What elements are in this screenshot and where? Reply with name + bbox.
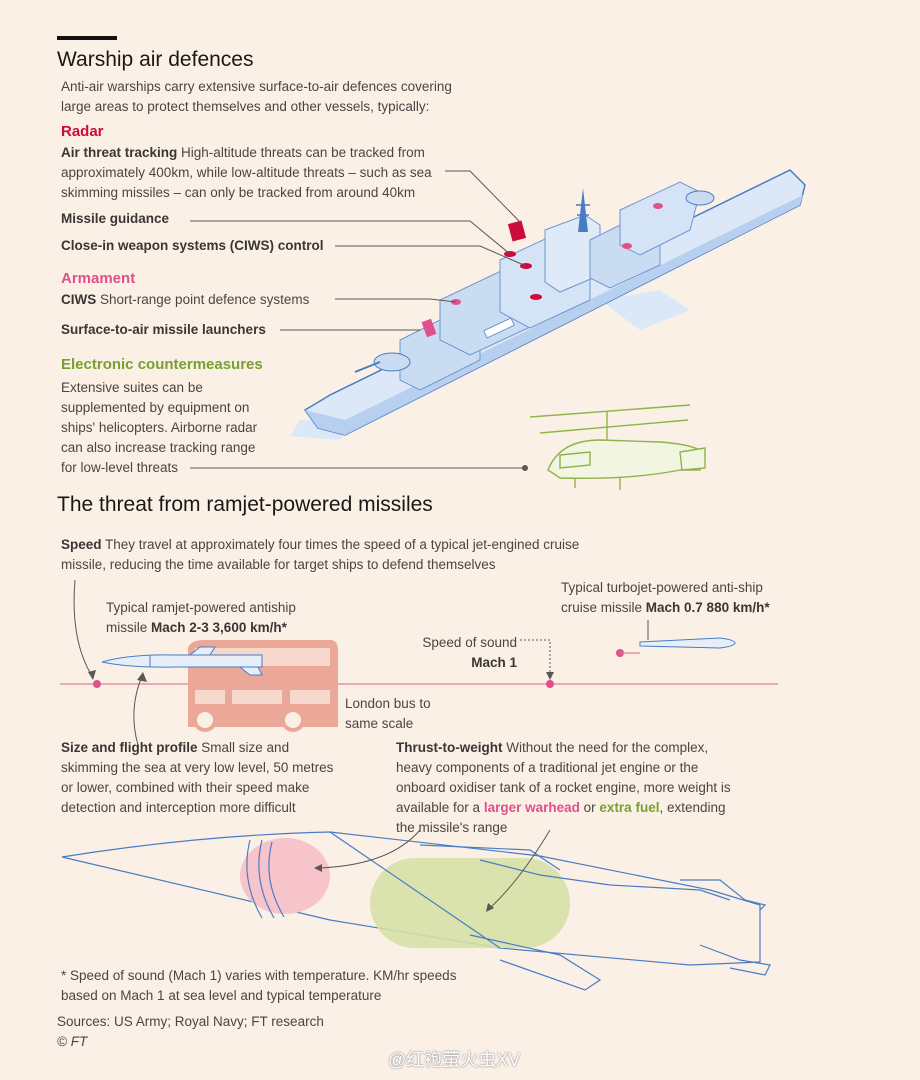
turbojet-caption: Typical turbojet-powered anti-ship cruis… bbox=[561, 578, 770, 618]
ecm-line-3: ships' helicopters. Airborne radar bbox=[61, 420, 258, 435]
ciws-label: CIWS bbox=[61, 292, 97, 307]
thrust-label: Thrust-to-weight bbox=[396, 740, 503, 755]
section1-intro: Anti-air warships carry extensive surfac… bbox=[61, 77, 452, 117]
thrust-text-4a: available for a bbox=[396, 800, 481, 815]
ramjet-line-1: Typical ramjet-powered antiship bbox=[106, 600, 296, 615]
ramjet-speed: Mach 2-3 3,600 km/h* bbox=[151, 620, 287, 635]
thrust-arrows bbox=[319, 829, 551, 909]
turbojet-line-2-plain: cruise missile bbox=[561, 600, 643, 615]
thrust-text-2: heavy components of a traditional jet en… bbox=[396, 760, 699, 775]
helicopter-illustration bbox=[529, 404, 706, 490]
footnote-line-1: * Speed of sound (Mach 1) varies with te… bbox=[61, 968, 457, 983]
size-profile-block: Size and flight profile Small size and s… bbox=[61, 738, 333, 818]
air-tracking-text-2: approximately 400km, while low-altitude … bbox=[61, 165, 432, 180]
top-rule bbox=[57, 36, 117, 40]
size-label: Size and flight profile bbox=[61, 740, 198, 755]
ecm-line-4: can also increase tracking range bbox=[61, 440, 256, 455]
size-text-1: Small size and bbox=[201, 740, 290, 755]
speed-scale bbox=[60, 639, 778, 688]
speed-text-2: missile, reducing the time available for… bbox=[61, 557, 496, 572]
missile-guidance-label: Missile guidance bbox=[61, 211, 170, 226]
ciws-control-label: Close-in weapon systems (CIWS) control bbox=[61, 238, 324, 253]
air-threat-tracking-block: Air threat tracking High-altitude threat… bbox=[61, 143, 481, 203]
thrust-text-4c: , extending bbox=[659, 800, 726, 815]
section1-title: Warship air defences bbox=[57, 48, 254, 71]
ciws-text: Short-range point defence systems bbox=[100, 292, 310, 307]
watermark: @红袍萤火虫XV bbox=[388, 1050, 521, 1070]
turbojet-speed: Mach 0.7 880 km/h* bbox=[645, 600, 770, 615]
radar-heading: Radar bbox=[61, 123, 104, 140]
sound-line-2: Mach 1 bbox=[471, 655, 517, 670]
footnote-line-2: based on Mach 1 at sea level and typical… bbox=[61, 988, 382, 1003]
speed-text-1: They travel at approximately four times … bbox=[105, 537, 580, 552]
ciws-block: CIWS Short-range point defence systems bbox=[61, 290, 309, 310]
leader-lines-ship bbox=[190, 170, 527, 469]
sources: Sources: US Army; Royal Navy; FT researc… bbox=[57, 1014, 324, 1029]
ecm-line-2: supplemented by equipment on bbox=[61, 400, 250, 415]
ramjet-line-2-plain: missile bbox=[106, 620, 148, 635]
speed-of-sound-caption: Speed of sound Mach 1 bbox=[417, 633, 517, 673]
speed-block: Speed They travel at approximately four … bbox=[61, 535, 579, 575]
thrust-weight-block: Thrust-to-weight Without the need for th… bbox=[396, 738, 731, 838]
size-text-2: skimming the sea at very low level, 50 m… bbox=[61, 760, 334, 775]
thrust-text-3: onboard oxidiser tank of a rocket engine… bbox=[396, 780, 731, 795]
speed-label: Speed bbox=[61, 537, 102, 552]
section2-title: The threat from ramjet-powered missiles bbox=[57, 493, 433, 516]
ecm-line-1: Extensive suites can be bbox=[61, 380, 203, 395]
ramjet-caption: Typical ramjet-powered antiship missile … bbox=[106, 598, 296, 638]
warship-illustration bbox=[303, 169, 806, 436]
footnote: * Speed of sound (Mach 1) varies with te… bbox=[61, 966, 456, 1006]
air-tracking-text-1: High-altitude threats can be tracked fro… bbox=[181, 145, 425, 160]
bus-line-1: London bus to bbox=[345, 696, 431, 711]
turbojet-missile-small bbox=[639, 620, 736, 649]
sources-block: Sources: US Army; Royal Navy; FT researc… bbox=[57, 1012, 324, 1052]
thrust-text-5: the missile's range bbox=[396, 820, 508, 835]
speed-arrows bbox=[73, 579, 143, 746]
ramjet-missile-large bbox=[61, 831, 771, 991]
thrust-text-4b: or bbox=[583, 800, 596, 815]
armament-heading: Armament bbox=[61, 270, 136, 287]
turbojet-line-1: Typical turbojet-powered anti-ship bbox=[561, 580, 763, 595]
sam-launchers-label: Surface-to-air missile launchers bbox=[61, 322, 266, 337]
air-tracking-text-3: skimming missiles – can only be tracked … bbox=[61, 185, 416, 200]
ecm-line-5: for low-level threats bbox=[61, 460, 179, 475]
intro-line-2: large areas to protect themselves and ot… bbox=[61, 99, 430, 114]
larger-warhead-highlight: larger warhead bbox=[483, 800, 580, 815]
ramjet-missile-small bbox=[101, 646, 263, 676]
size-text-3: or lower, combined with their speed make bbox=[61, 780, 310, 795]
bus-caption: London bus to same scale bbox=[345, 694, 431, 734]
size-text-4: detection and interception more difficul… bbox=[61, 800, 296, 815]
sound-line-1: Speed of sound bbox=[422, 635, 517, 650]
thrust-text-1: Without the need for the complex, bbox=[506, 740, 709, 755]
copyright: © FT bbox=[57, 1034, 88, 1049]
bus-line-2: same scale bbox=[345, 716, 414, 731]
air-tracking-label: Air threat tracking bbox=[61, 145, 178, 160]
ecm-text-block: Extensive suites can be supplemented by … bbox=[61, 378, 301, 478]
ecm-heading: Electronic countermeasures bbox=[61, 356, 263, 373]
intro-line-1: Anti-air warships carry extensive surfac… bbox=[61, 79, 452, 94]
extra-fuel-highlight: extra fuel bbox=[599, 800, 660, 815]
